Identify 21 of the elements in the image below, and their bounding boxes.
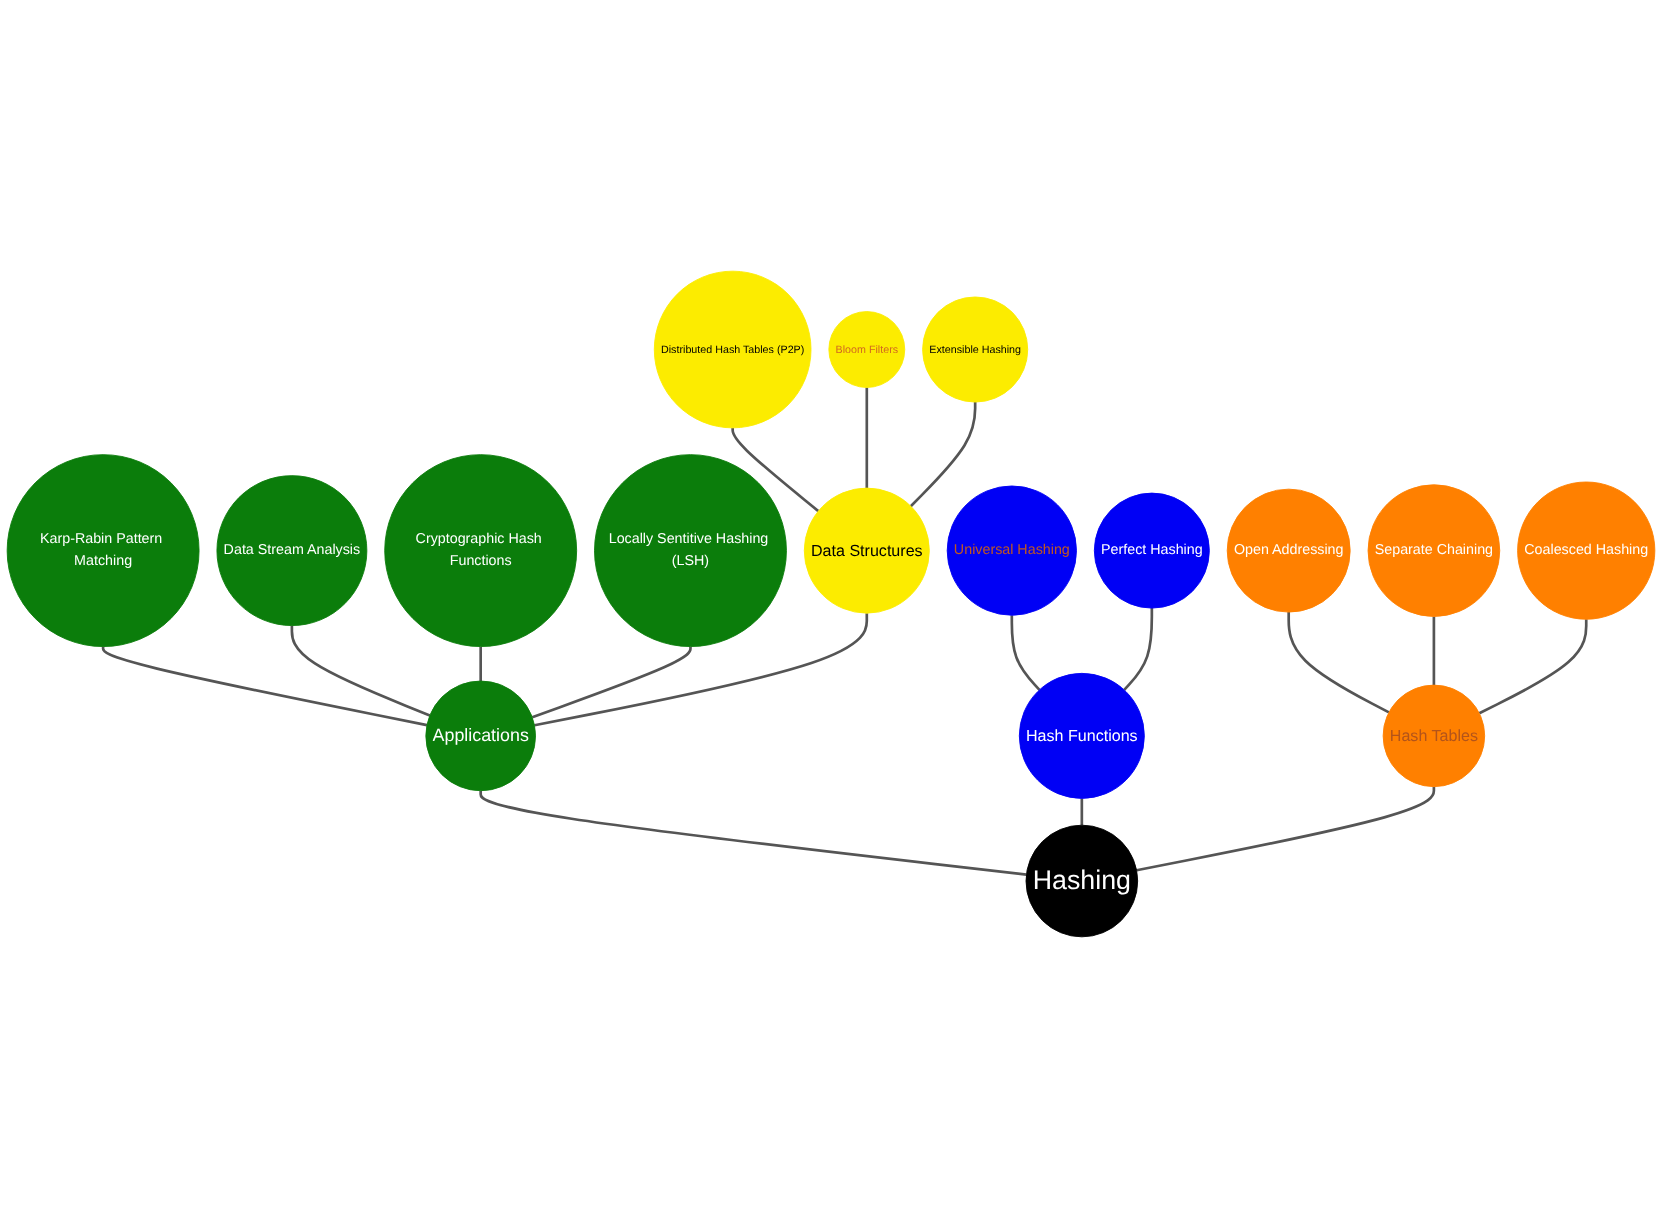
- connector: [1136, 786, 1436, 872]
- node-circle: Applications: [425, 680, 536, 792]
- connector: [1287, 612, 1390, 714]
- connector: [1123, 608, 1154, 691]
- connector: [290, 625, 431, 717]
- node-circle: Data Structures: [803, 487, 930, 614]
- connector: [101, 646, 428, 727]
- connector: [1080, 798, 1084, 826]
- connector: [479, 790, 1027, 876]
- node-circle: Hash Tables: [1382, 684, 1486, 788]
- node-circle: Hash Functions: [1018, 672, 1145, 799]
- connector: [865, 387, 869, 489]
- connector: [531, 646, 692, 719]
- connector: [731, 427, 820, 513]
- connector: [1432, 616, 1436, 686]
- connector: [534, 613, 869, 727]
- connector: [1478, 619, 1588, 715]
- node-circle: Hashing: [1025, 824, 1139, 938]
- connector: [479, 646, 482, 682]
- connector: [909, 402, 977, 508]
- connector: [1010, 615, 1041, 691]
